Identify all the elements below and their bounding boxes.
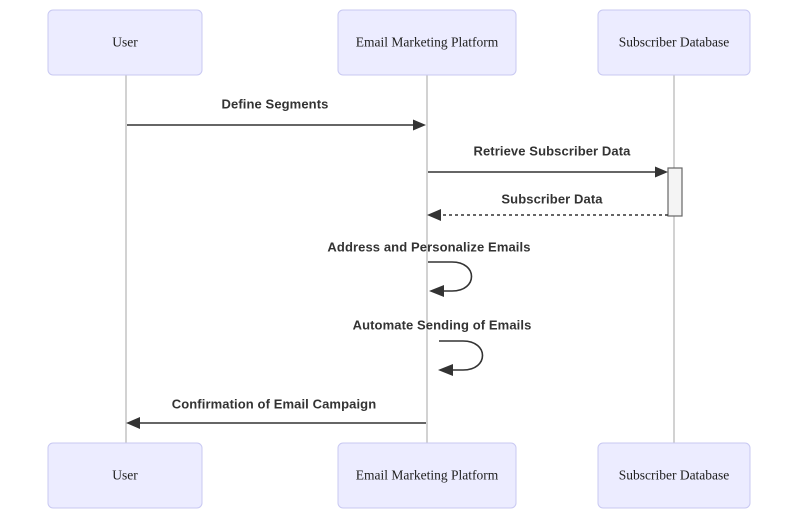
message-label-address-personalize-emails: Address and Personalize Emails [327,239,530,254]
participant-label-user-bottom: User [112,468,138,483]
arrow-head-address-personalize-emails [429,285,444,297]
participant-label-database-bottom: Subscriber Database [619,468,730,483]
message-address-personalize-emails[interactable]: Address and Personalize Emails [327,239,530,297]
participant-box-user-bottom[interactable] [47,442,203,509]
self-loop-path-automate-sending-emails [439,340,484,371]
participant-box-platform-bottom[interactable] [337,442,517,509]
participant-label-platform-top: Email Marketing Platform [356,35,499,50]
arrow-head-retrieve-subscriber-data [655,166,668,178]
message-label-retrieve-subscriber-data: Retrieve Subscriber Data [473,143,631,158]
arrow-head-automate-sending-emails [438,364,453,376]
message-define-segments[interactable]: Define Segments [127,96,426,131]
participant-bottom-platform[interactable]: Email Marketing Platform [337,442,517,509]
message-automate-sending-emails[interactable]: Automate Sending of Emails [353,317,532,376]
lifelines-group [125,75,675,443]
participant-box-database-bottom[interactable] [597,442,751,509]
participant-box-database-top[interactable] [597,9,751,76]
message-confirmation-email-campaign[interactable]: Confirmation of Email Campaign [126,396,426,429]
message-label-automate-sending-emails: Automate Sending of Emails [353,317,532,332]
arrow-head-confirmation-email-campaign [126,417,140,429]
participant-bottom-database[interactable]: Subscriber Database [597,442,751,509]
activation-group [667,167,683,217]
participant-label-database-top: Subscriber Database [619,35,730,50]
message-subscriber-data[interactable]: Subscriber Data [427,191,668,221]
participant-bottom-user[interactable]: User [47,442,203,509]
participant-label-platform-bottom: Email Marketing Platform [356,468,499,483]
participant-box-user-top[interactable] [47,9,203,76]
participant-top-user[interactable]: User [47,9,203,76]
participant-boxes-bottom: User Email Marketing Platform Subscriber… [47,442,751,509]
arrow-head-define-segments [413,119,426,131]
activation-box-database [667,167,683,217]
message-label-subscriber-data: Subscriber Data [501,191,603,206]
participant-top-database[interactable]: Subscriber Database [597,9,751,76]
message-label-confirmation-email-campaign: Confirmation of Email Campaign [172,396,377,411]
message-retrieve-subscriber-data[interactable]: Retrieve Subscriber Data [428,143,668,178]
participant-box-platform-top[interactable] [337,9,517,76]
arrow-head-subscriber-data [427,209,441,221]
self-loop-path-address-personalize-emails [428,261,473,292]
participant-boxes-top: User Email Marketing Platform Subscriber… [47,9,751,76]
participant-label-user-top: User [112,35,138,50]
message-label-define-segments: Define Segments [222,96,329,111]
participant-top-platform[interactable]: Email Marketing Platform [337,9,517,76]
